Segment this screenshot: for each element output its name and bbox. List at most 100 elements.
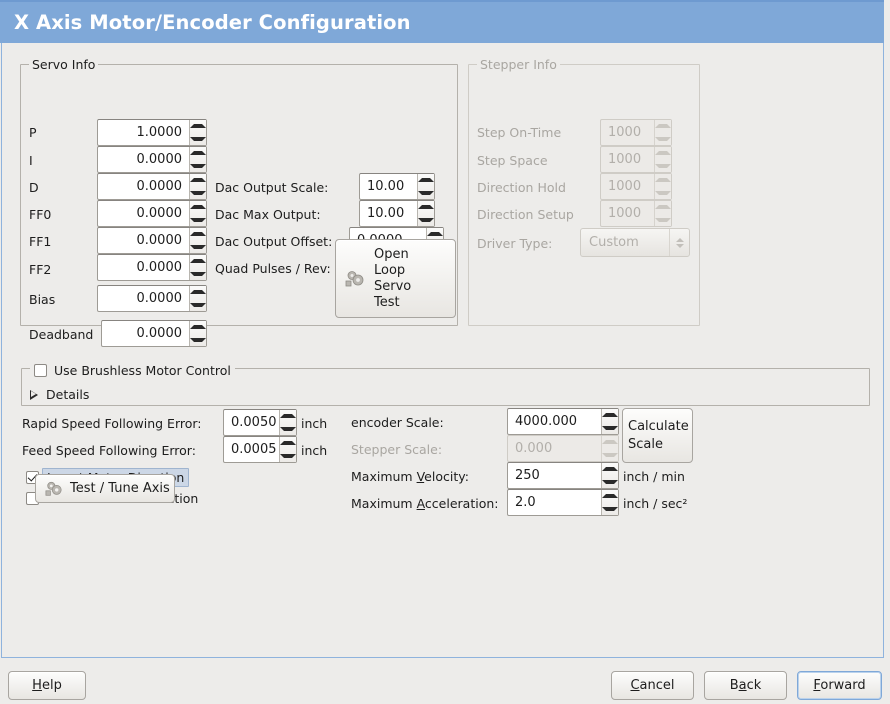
feed-following-error-label: Feed Speed Following Error: [22,443,196,458]
stepper-down-icon[interactable] [602,503,618,516]
cancel-accel-char: C [630,678,640,693]
servo-stepper-ff1[interactable] [189,228,206,253]
stepper-up-icon[interactable] [602,490,618,503]
stepper-down-icon[interactable] [190,299,206,312]
servo-input-ff0[interactable]: 0.0000 [97,200,207,227]
open-loop-servo-test-button[interactable]: Open Loop Servo Test [335,239,456,318]
servo-input-p[interactable]: 1.0000 [97,119,207,146]
stepper-up-icon[interactable] [190,147,206,160]
open-loop-servo-test-label: Open Loop Servo Test [374,247,411,311]
cancel-button[interactable]: Cancel [611,671,694,700]
servo-input-i[interactable]: 0.0000 [97,146,207,173]
stepper-up-icon[interactable] [190,228,206,241]
stepper-down-icon[interactable] [418,187,434,200]
stepper-down-icon[interactable] [190,214,206,227]
test-tune-axis-button[interactable]: Test / Tune Axis [35,474,175,503]
servo-input-ff2[interactable]: 0.0000 [97,254,207,281]
stepper-up-icon[interactable] [280,410,296,423]
maximum-acceleration-input[interactable]: 2.0 [507,489,619,516]
maximum-acceleration-label: Maximum Acceleration: [351,496,498,511]
page-title: X Axis Motor/Encoder Configuration [14,11,411,34]
stepper-up-icon[interactable] [418,174,434,187]
dac-output-scale-input[interactable]: 10.00 [359,173,435,200]
servo-stepper-bias[interactable] [189,286,206,311]
dac-max-output-input[interactable]: 10.00 [359,200,435,227]
calculate-scale-line-1: Calculate [628,418,689,434]
encoder-scale-input[interactable]: 4000.000 [507,408,619,435]
stepper-up-icon [655,120,671,133]
stepper-up-icon[interactable] [190,120,206,133]
back-button[interactable]: Back [704,671,787,700]
stepper-up-icon[interactable] [190,201,206,214]
stepper-down-icon[interactable] [280,423,296,436]
driver-type-value: Custom [589,235,639,250]
maximum-acceleration-stepper[interactable] [601,490,618,515]
stepper-down-icon[interactable] [190,268,206,281]
stepper-down-icon[interactable] [602,422,618,435]
servo-stepper-i[interactable] [189,147,206,172]
stepper-down-icon[interactable] [418,214,434,227]
dac-output-scale-stepper[interactable] [417,174,434,199]
stepper-down-icon[interactable] [190,187,206,200]
feed-following-error-value: 0.0005 [231,442,277,457]
stepper-scale-stepper [601,436,618,461]
maximum-velocity-input[interactable]: 250 [507,462,619,489]
stepper-down-icon[interactable] [602,476,618,489]
stepper-down-icon[interactable] [190,160,206,173]
stepper-scale-input: 0.000 [507,435,619,462]
dac-max-output-stepper[interactable] [417,201,434,226]
feed-following-error-stepper[interactable] [279,437,296,462]
maximum-velocity-stepper[interactable] [601,463,618,488]
calculate-scale-button[interactable]: Calculate Scale [622,408,693,463]
details-label: Details [46,387,90,402]
quad-pulses-label: Quad Pulses / Rev: [215,261,331,276]
stepper-up-icon[interactable] [190,255,206,268]
servo-stepper-ff0[interactable] [189,201,206,226]
rapid-following-error-input[interactable]: 0.0050 [223,409,297,436]
servo-label-d: D [29,180,39,195]
servo-value-bias: 0.0000 [136,291,183,306]
servo-label-ff0: FF0 [29,207,52,222]
servo-stepper-deadband[interactable] [189,321,206,346]
servo-input-d[interactable]: 0.0000 [97,173,207,200]
cancel-button-label: Cancel [630,678,674,693]
stepper-up-icon[interactable] [602,463,618,476]
direction-hold-label: Direction Hold [477,180,566,195]
stepper-down-icon[interactable] [280,450,296,463]
help-button[interactable]: Help [8,671,86,700]
servo-stepper-p[interactable] [189,120,206,145]
stepper-down-icon[interactable] [190,334,206,347]
stepper-up-icon[interactable] [602,409,618,422]
feed-following-error-input[interactable]: 0.0005 [223,436,297,463]
back-button-label: Back [730,678,762,693]
checkbox-box[interactable] [34,364,47,377]
dialog-content-area: Servo Info P I D FF0 FF1 FF2 Bias Deadba… [1,43,884,658]
help-accel-char: H [32,678,42,693]
use-brushless-motor-control-checkbox[interactable]: Use Brushless Motor Control [30,363,235,378]
servo-stepper-d[interactable] [189,174,206,199]
stepper-down-icon[interactable] [190,133,206,146]
servo-value-ff0: 0.0000 [136,206,183,221]
rapid-following-error-value: 0.0050 [231,415,277,430]
details-expander[interactable]: Details [30,387,89,402]
servo-input-bias[interactable]: 0.0000 [97,285,207,312]
stepper-up-icon[interactable] [418,201,434,214]
stepper-up-icon[interactable] [280,437,296,450]
forward-button[interactable]: Forward [797,671,882,700]
servo-input-deadband[interactable]: 0.0000 [101,320,207,347]
rapid-following-error-stepper[interactable] [279,410,296,435]
servo-value-d: 0.0000 [136,179,183,194]
encoder-scale-stepper[interactable] [601,409,618,434]
step-space-input: 1000 [600,146,672,173]
servo-input-ff1[interactable]: 0.0000 [97,227,207,254]
chevron-right-icon[interactable] [30,389,38,400]
use-brushless-motor-control-label: Use Brushless Motor Control [54,363,231,378]
servo-label-i: I [29,153,33,168]
stepper-up-icon[interactable] [427,228,443,241]
stepper-up-icon[interactable] [190,174,206,187]
servo-stepper-ff2[interactable] [189,255,206,280]
max-accel-label-accel: A [416,496,425,511]
stepper-up-icon[interactable] [190,286,206,299]
stepper-down-icon[interactable] [190,241,206,254]
stepper-up-icon[interactable] [190,321,206,334]
